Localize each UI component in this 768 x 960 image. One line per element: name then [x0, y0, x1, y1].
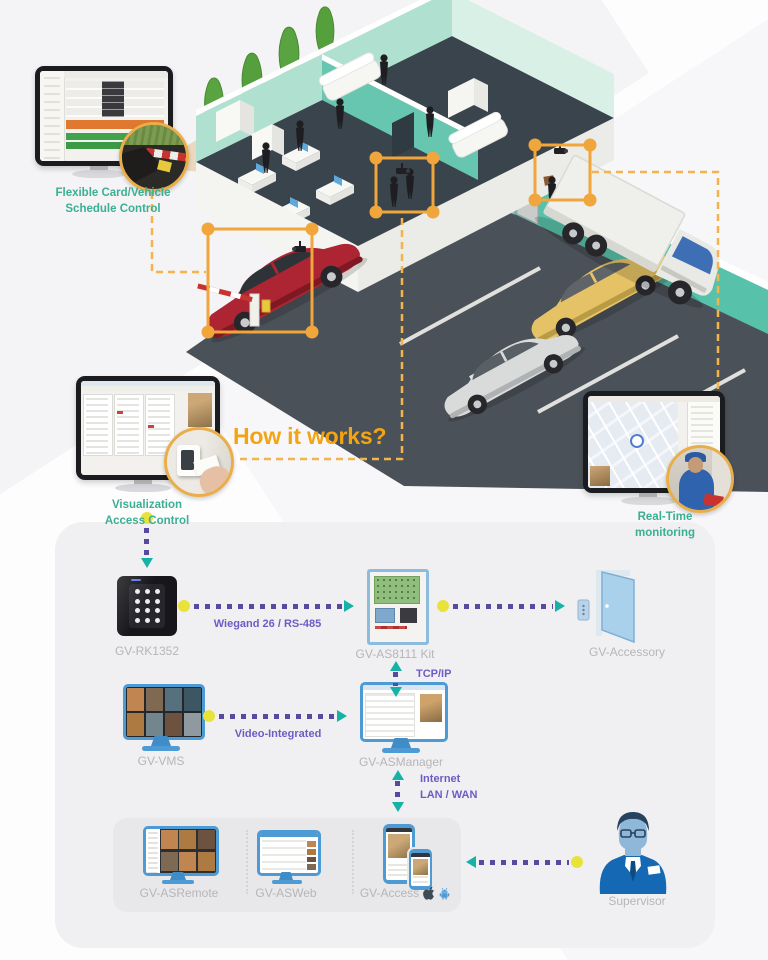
monitor-stand: [279, 872, 293, 880]
connector-dashes: [144, 528, 149, 556]
divider: [246, 830, 248, 894]
silver-car: [444, 334, 586, 422]
visualization-label: Visualization Access Control: [104, 499, 190, 527]
monitor-base: [272, 880, 302, 884]
monitor-stand: [151, 736, 171, 746]
gv-as8111-device: [367, 569, 429, 645]
asremote-screen: [146, 829, 216, 873]
monitor-base: [382, 748, 420, 753]
delivery-truck: [534, 154, 720, 308]
cardholder-photo: [188, 393, 212, 427]
gv-accessory-label: GV-Accessory: [588, 645, 666, 659]
orange-connectors: [150, 170, 720, 461]
gv-asmanager-label: GV-ASManager: [358, 755, 444, 769]
monitor-stand: [170, 872, 186, 880]
realtime-monitor: [583, 391, 725, 493]
worker-photo-inset: [666, 445, 734, 513]
monitor-base: [142, 746, 180, 751]
arrow-left-icon: [466, 856, 476, 868]
android-icon: [439, 887, 450, 899]
lpr-software-screen: [40, 71, 168, 161]
internet-label: Internet LAN / WAN: [420, 773, 478, 801]
cardholder-photo: [420, 694, 442, 722]
arrow-right-icon: [555, 600, 565, 612]
connector-dashes: [219, 714, 335, 719]
arrow-right-icon: [344, 600, 354, 612]
connector-dashes: [479, 860, 569, 865]
wiegand-label: Wiegand 26 / RS-485: [213, 618, 322, 630]
dock-worker: [543, 175, 556, 207]
headline: How it works?: [233, 423, 387, 449]
realtime-label: Real-Time monitoring: [634, 511, 696, 539]
gv-asremote-monitor: [143, 826, 219, 876]
connector-dashes: [453, 604, 553, 609]
gv-vms-monitor: [123, 684, 205, 740]
monitor-stand: [391, 738, 411, 748]
event-photo: [590, 466, 610, 486]
gv-access-phone: [409, 849, 432, 890]
highlight-square-vehicle: [201, 222, 319, 339]
connector-dot: [203, 710, 215, 722]
vehicle-gate-photo-inset: [119, 122, 189, 192]
connector-dashes: [393, 672, 398, 686]
highlight-square-corridor: [369, 151, 440, 219]
arrow-up-icon: [392, 770, 404, 780]
video-integrated-label: Video-Integrated: [234, 728, 322, 740]
flexible-control-monitor: [35, 66, 173, 166]
gv-asremote-label: GV-ASRemote: [139, 886, 219, 900]
gv-access-label: GV-Access: [359, 886, 420, 900]
yellow-car: [531, 255, 679, 346]
arrow-up-icon: [390, 661, 402, 671]
gv-as8111-label: GV-AS8111 Kit: [355, 647, 435, 661]
arrow-down-icon: [390, 687, 402, 697]
arrow-down-icon: [392, 802, 404, 812]
connector-dashes: [194, 604, 342, 609]
plate-thumbnails: [102, 81, 124, 117]
gv-access-label-row: GV-Access: [346, 886, 464, 900]
gv-asmanager-monitor: [360, 682, 448, 742]
app-photo: [388, 834, 410, 858]
monitor-base: [72, 170, 126, 178]
connector-dashes: [395, 781, 400, 801]
arrow-down-icon: [141, 558, 153, 568]
asmanager-screen: [363, 685, 445, 739]
keypad-buttons: [129, 584, 165, 628]
gv-accessory-door: [577, 570, 635, 644]
video-wall-screen: [126, 687, 202, 737]
highlight-square-dock: [528, 138, 597, 207]
apple-icon: [423, 886, 435, 900]
connector-dot: [178, 600, 190, 612]
map-monitoring-screen: [588, 396, 720, 488]
connector-dot: [571, 856, 583, 868]
gv-asweb-label: GV-ASWeb: [255, 886, 317, 900]
supervisor-label: Supervisor: [608, 894, 666, 908]
card-reader-photo-inset: [164, 427, 234, 497]
flexible-control-label: Flexible Card/Vehicle Schedule Control: [55, 187, 171, 215]
gv-asweb-monitor: [257, 830, 321, 876]
arrow-right-icon: [337, 710, 347, 722]
gv-rk1352-device: [117, 576, 177, 636]
gv-vms-label: GV-VMS: [137, 754, 185, 768]
monitor-base: [115, 484, 171, 492]
monitor-base: [162, 880, 194, 884]
tcpip-label: TCP/IP: [416, 668, 452, 680]
divider: [352, 830, 354, 894]
supervisor-figure: [599, 812, 667, 894]
app-photo: [413, 859, 428, 875]
monitor-base: [621, 497, 677, 505]
gate-barrier: [197, 283, 271, 327]
connector-dot: [437, 600, 449, 612]
gv-rk1352-label: GV-RK1352: [114, 644, 180, 658]
connector-dot: [141, 512, 153, 524]
asweb-screen: [260, 833, 318, 873]
